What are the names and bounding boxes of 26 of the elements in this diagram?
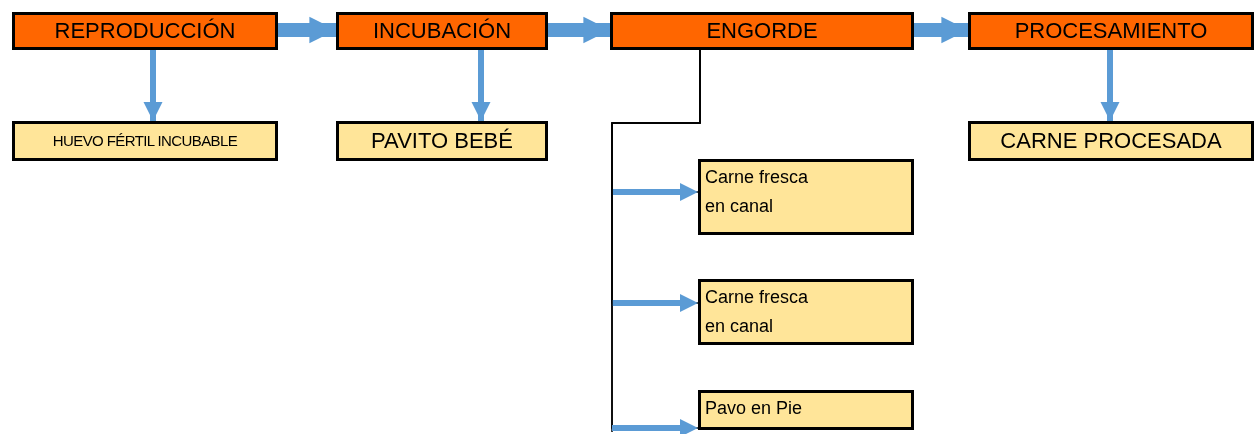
box-label: INCUBACIÓN	[372, 18, 512, 44]
process-box	[698, 159, 914, 235]
box-label: HUEVO FÉRTIL INCUBABLE	[52, 132, 238, 150]
process-box	[336, 121, 548, 161]
process-box	[698, 390, 914, 430]
arrow	[914, 16, 968, 44]
process-box	[968, 121, 1254, 161]
box-label: Carne fresca en canal	[705, 166, 810, 218]
arrow	[278, 16, 336, 44]
box-label: CARNE PROCESADA	[1000, 128, 1222, 154]
box-label: REPRODUCCIÓN	[54, 18, 236, 44]
box-label: Pavo en Pie	[705, 397, 803, 420]
arrow	[1100, 50, 1120, 121]
arrow	[471, 50, 491, 121]
box-label: ENGORDE	[706, 18, 818, 44]
process-box	[698, 279, 914, 345]
process-box	[12, 12, 278, 50]
box-label: PROCESAMIENTO	[1014, 18, 1208, 44]
process-box	[12, 121, 278, 161]
process-box	[336, 12, 548, 50]
process-box	[610, 12, 914, 50]
arrow	[143, 50, 163, 121]
process-box	[968, 12, 1254, 50]
box-label: PAVITO BEBÉ	[371, 128, 513, 154]
box-label: Carne fresca en canal	[705, 286, 810, 338]
arrow	[548, 16, 610, 44]
